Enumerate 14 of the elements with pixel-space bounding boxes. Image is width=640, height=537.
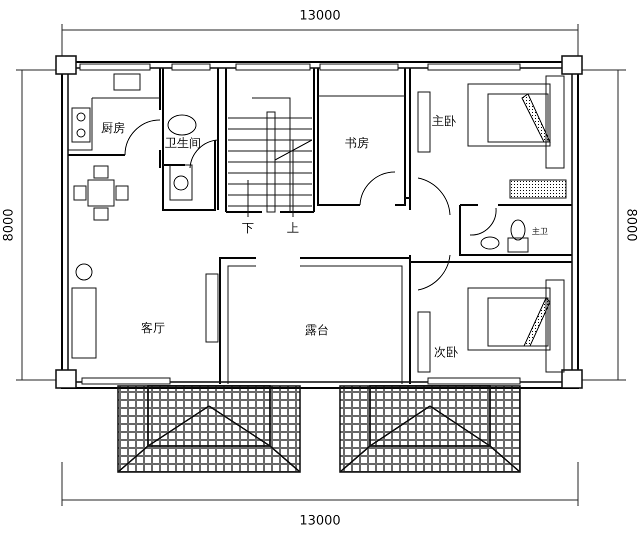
room-label: 次卧 [434,346,458,358]
dimension-label: 13000 [299,514,341,528]
room-label: 露台 [305,324,329,336]
room-label: 主卫 [532,228,548,236]
room-label: 厨房 [101,122,125,134]
room-label: 书房 [345,137,369,149]
dimension-label: 13000 [299,10,341,22]
room-label: 客厅 [141,322,165,334]
dimension-label: 8000 [2,208,16,242]
stair-label: 上 [287,222,299,234]
room-label: 卫生间 [165,137,201,149]
stair-label: 下 [242,222,254,234]
room-label: 主卧 [432,115,456,127]
dimension-label: 8000 [624,208,638,242]
